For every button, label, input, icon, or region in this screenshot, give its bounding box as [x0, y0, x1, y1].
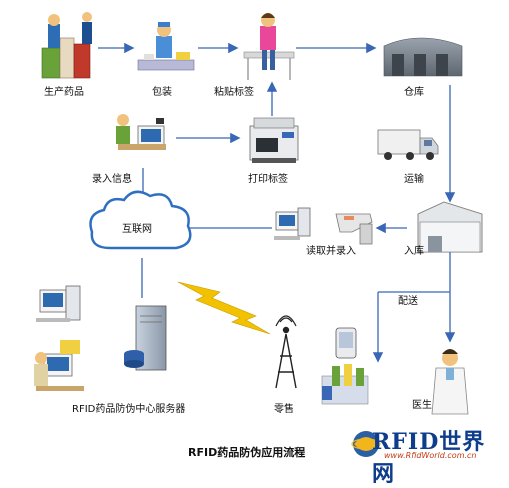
reader-computer-icon: [274, 207, 311, 240]
label-storage-in: 入库: [404, 246, 424, 257]
production-icon: [41, 12, 92, 79]
watermark-url: www.RfidWorld.com.cn: [384, 451, 477, 460]
lightning-icon: [177, 281, 271, 335]
label-retail: 零售: [274, 404, 294, 415]
label-internet: 互联网: [122, 224, 152, 235]
warehouse-icon: [383, 37, 463, 77]
rfid-reader-icon: [335, 213, 373, 245]
watermark-logo: RFID世界网 www.RfidWorld.com.cn: [354, 424, 506, 487]
label-server: RFID药品防伪中心服务器: [72, 404, 186, 415]
printer-icon: [249, 117, 299, 163]
flow-arrows: [98, 42, 456, 363]
medicine-bottles-icon: [321, 364, 369, 405]
watermark-globe-icon: [351, 431, 381, 457]
label-distribution: 配送: [398, 296, 418, 307]
internet-cloud-icon: [89, 190, 192, 250]
signal-tower-icon: [275, 315, 297, 389]
server-workstations-icon: [34, 285, 84, 391]
diagram-title: RFID药品防伪应用流程: [188, 446, 306, 459]
diagram-canvas: 生产药品 包装 粘贴标签 仓库 录入信息 打印标签 运输 互联网 读取并录入 入…: [34, 12, 506, 487]
packaging-icon: [137, 22, 195, 71]
label-warehouse: 仓库: [404, 87, 424, 98]
truck-icon: [377, 129, 439, 160]
label-packaging: 包装: [152, 87, 172, 98]
label-transport: 运输: [404, 174, 424, 185]
label-print-label: 打印标签: [248, 174, 288, 185]
label-labeling: 粘贴标签: [214, 87, 254, 98]
enter-info-icon: [116, 114, 166, 150]
label-enter-info: 录入信息: [92, 174, 132, 185]
labeling-icon: [243, 13, 295, 80]
doctor-icon: [431, 349, 469, 415]
flow-graphics: [34, 12, 483, 457]
pda-icon: [335, 327, 357, 359]
label-doctor: 医生: [412, 400, 432, 411]
storage-building-icon: [417, 201, 483, 253]
label-production: 生产药品: [44, 87, 84, 98]
label-read-enter: 读取并录入: [306, 246, 356, 257]
server-tower-icon: [124, 305, 167, 371]
